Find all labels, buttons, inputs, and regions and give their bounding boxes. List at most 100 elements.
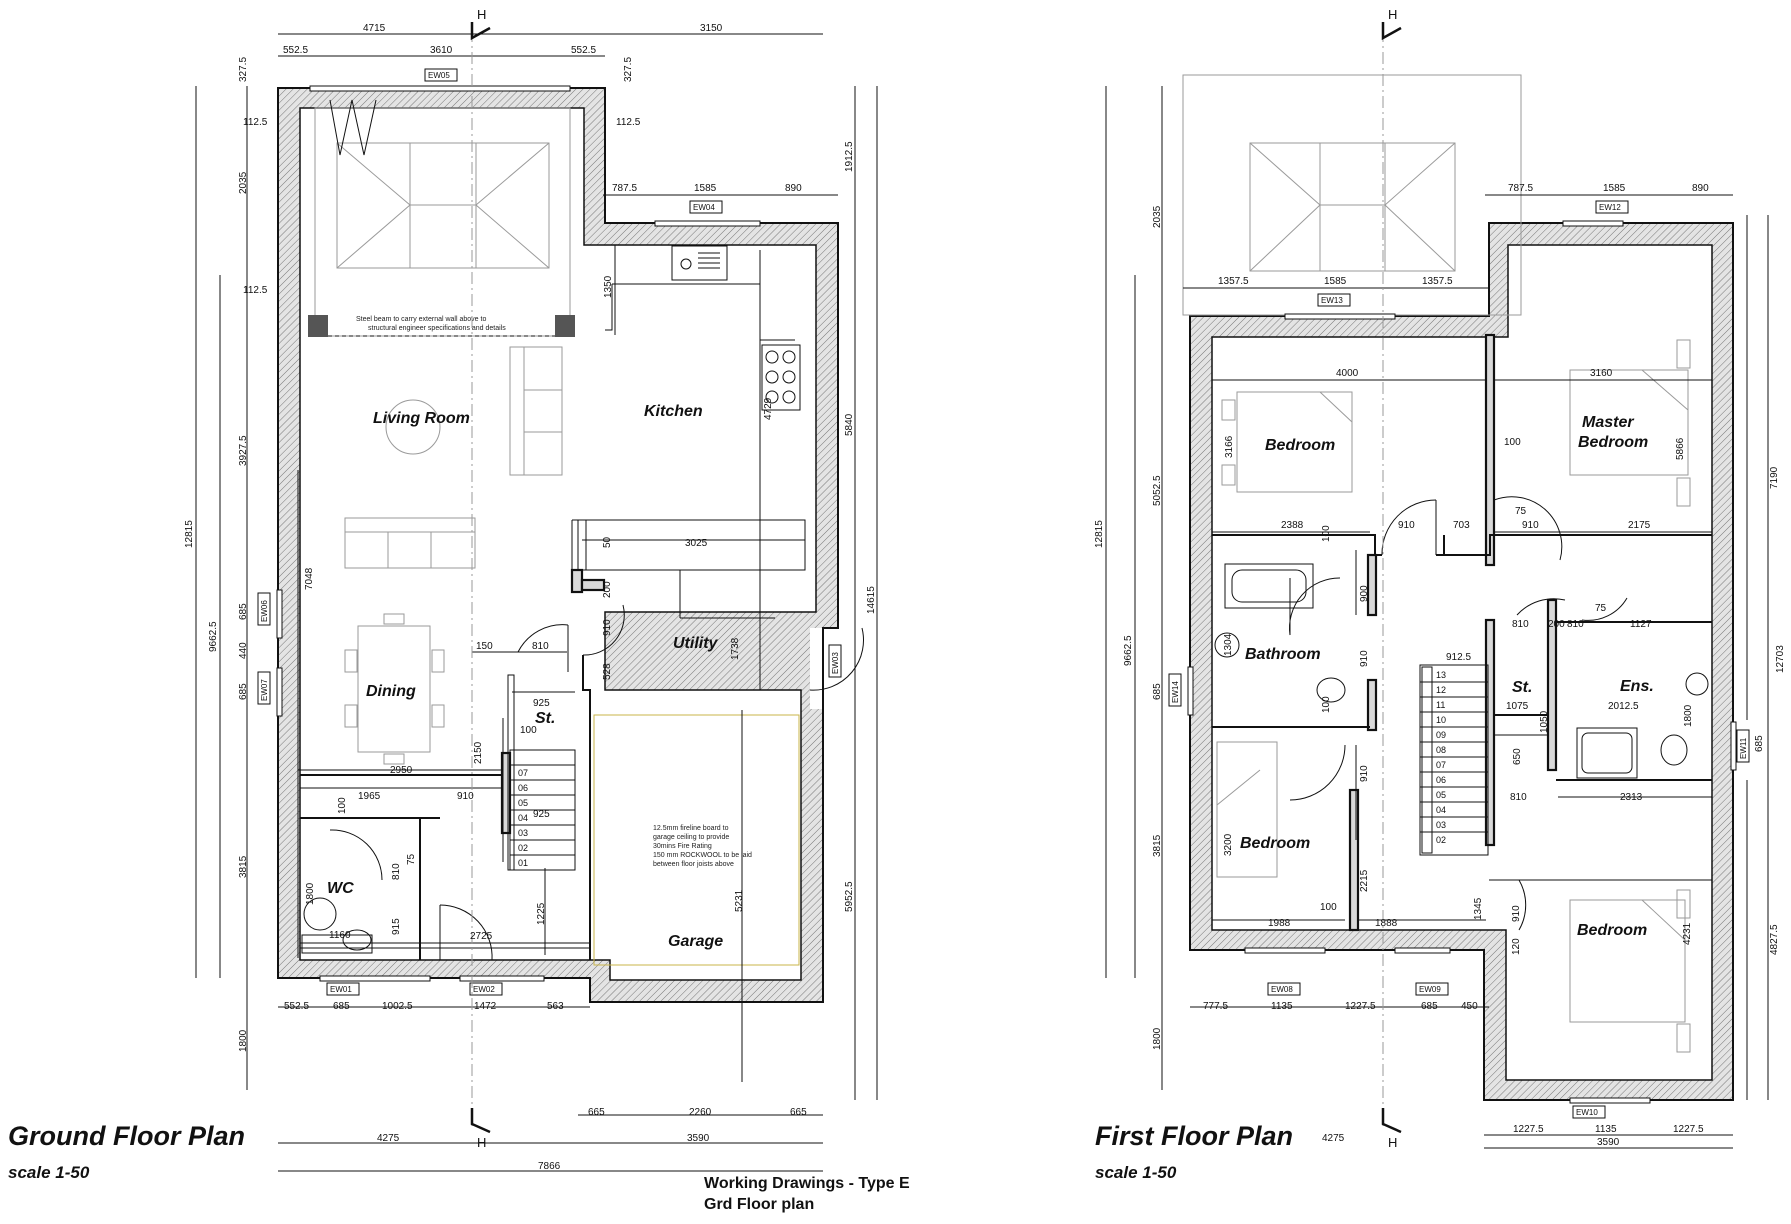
dim-f-810-c: 810 (1510, 792, 1527, 803)
sheet-title-line2: Grd Floor plan (704, 1196, 815, 1213)
room-label-store: St. (535, 710, 555, 727)
stair-step-04-first: 04 (1436, 805, 1446, 815)
first-stairs: 13 12 11 10 09 08 07 06 05 04 03 02 (1419, 664, 1489, 856)
room-label-ensuite: Ens. (1620, 678, 1654, 695)
dim-f-3166: 3166 (1224, 435, 1235, 458)
ground-internal-wall-outline (299, 107, 817, 981)
stair-step-06: 06 (518, 783, 528, 793)
ground-floor-scale: scale 1-50 (8, 1163, 90, 1182)
dim-bot-3590: 3590 (687, 1133, 710, 1144)
tag-ew14: EW14 (1171, 681, 1180, 703)
stair-step-06-first: 06 (1436, 775, 1446, 785)
stair-step-05-first: 05 (1436, 790, 1446, 800)
dim-2950: 2950 (390, 765, 413, 776)
dim-f-912-5: 912.5 (1446, 652, 1471, 663)
tag-ew09: EW09 (1419, 985, 1441, 994)
dim-200: 200 (602, 581, 613, 598)
section-marker-top-first: H (1388, 7, 1397, 22)
dim-112-5-a: 112.5 (243, 117, 268, 128)
sheet-title-line1: Working Drawings - Type E (704, 1175, 910, 1192)
dim-f-bot-3590: 3590 (1597, 1137, 1620, 1148)
dim-f-3200: 3200 (1223, 833, 1234, 856)
steel-beam-note-1: Steel beam to carry external wall above … (356, 316, 486, 323)
dim-1912-5: 1912.5 (844, 141, 855, 172)
dim-f-3160: 3160 (1590, 368, 1613, 379)
dim-f-650: 650 (1512, 748, 1523, 765)
ground-element-tags: EW05 EW04 EW06 EW07 EW03 EW01 EW02 (257, 68, 842, 996)
ground-stairs: 07 06 05 04 03 02 01 (507, 674, 576, 871)
stair-step-03-first: 03 (1436, 820, 1446, 830)
dim-1350: 1350 (603, 275, 614, 298)
dim-f-910-a: 910 (1398, 520, 1415, 531)
dim-787-5: 787.5 (612, 183, 637, 194)
dim-f-bot-1227-5: 1227.5 (1345, 1001, 1376, 1012)
dim-f-bot-1227-5-c: 1227.5 (1673, 1124, 1704, 1135)
dim-f-1357-5-b: 1357.5 (1422, 276, 1453, 287)
dim-bot-665-a: 665 (588, 1107, 605, 1118)
garage-fire-board (593, 714, 800, 966)
dim-f-bot-4275: 4275 (1322, 1133, 1345, 1144)
bifold-door (329, 99, 377, 156)
dim-4729: 4729 (763, 397, 774, 420)
tag-ew13: EW13 (1321, 296, 1343, 305)
dim-f-1357-5-a: 1357.5 (1218, 276, 1249, 287)
dim-f-bot-777-5: 777.5 (1203, 1001, 1228, 1012)
first-floor-scale: scale 1-50 (1095, 1163, 1177, 1182)
dim-12815: 12815 (184, 520, 195, 548)
stair-step-09: 09 (1436, 730, 1446, 740)
dim-f-890: 890 (1692, 183, 1709, 194)
stair-step-13: 13 (1436, 670, 1446, 680)
dim-f-1050: 1050 (1539, 710, 1550, 733)
garage-note-1: 12.5mm fireline board to (653, 825, 729, 832)
dim-f-1888: 1888 (1375, 918, 1398, 929)
dim-f-685: 685 (1152, 683, 1163, 700)
dim-2150: 2150 (473, 741, 484, 764)
tag-ew11: EW11 (1739, 737, 1748, 759)
dim-f-12815: 12815 (1094, 520, 1105, 548)
dim-5840: 5840 (844, 413, 855, 436)
dim-440: 440 (238, 642, 249, 659)
garage-note-2: garage ceiling to provide (653, 834, 729, 841)
dim-2035: 2035 (238, 171, 249, 194)
stair-step-01: 01 (518, 858, 528, 868)
dim-f-roof-1585: 1585 (1324, 276, 1347, 287)
room-label-store-first: St. (1512, 679, 1532, 696)
dim-f-2175: 2175 (1628, 520, 1651, 531)
stair-step-07: 07 (518, 768, 528, 778)
room-label-master-line1: Master (1582, 414, 1634, 431)
dim-1585: 1585 (694, 183, 717, 194)
dim-f-4827-5: 4827.5 (1769, 924, 1780, 955)
ground-dimension-lines (195, 33, 878, 1172)
stair-step-05: 05 (518, 798, 528, 808)
tag-ew05: EW05 (428, 71, 450, 80)
dining-table (344, 613, 445, 765)
first-doors (1289, 496, 1628, 931)
dim-f-100-b: 100 (1321, 525, 1332, 542)
ground-floor-title: Ground Floor Plan (8, 1121, 245, 1151)
room-label-garage: Garage (668, 933, 723, 950)
dim-925-b: 925 (533, 809, 550, 820)
room-label-living-room: Living Room (373, 410, 470, 427)
garage-note-3: 30mins Fire Rating (653, 843, 712, 850)
dim-50: 50 (602, 536, 613, 548)
stair-step-07-first: 07 (1436, 760, 1446, 770)
room-label-bedroom-3: Bedroom (1577, 922, 1647, 939)
dim-f-4000: 4000 (1336, 368, 1359, 379)
tag-ew06: EW06 (260, 600, 269, 622)
dim-528: 528 (602, 663, 613, 680)
dim-f-2215: 2215 (1359, 869, 1370, 892)
garage-note-4: 150 mm ROCKWOOL to be laid (653, 852, 752, 859)
tag-ew12: EW12 (1599, 203, 1621, 212)
dim-f-685-right: 685 (1754, 735, 1765, 752)
first-element-tags: EW13 EW12 EW14 EW11 EW08 EW09 EW10 (1168, 200, 1750, 1119)
dim-bot-1002-5: 1002.5 (382, 1001, 413, 1012)
dim-f-810-a: 810 (1512, 619, 1529, 630)
dim-112-5-b: 112.5 (243, 285, 268, 296)
dim-f-75-a: 75 (1515, 506, 1527, 517)
dim-f-910-d: 910 (1359, 765, 1370, 782)
dim-f-900: 900 (1359, 585, 1370, 602)
dim-f-5866: 5866 (1675, 437, 1686, 460)
stair-step-04: 04 (518, 813, 528, 823)
dim-3927-5: 3927.5 (238, 435, 249, 466)
room-label-wc: WC (327, 880, 354, 897)
